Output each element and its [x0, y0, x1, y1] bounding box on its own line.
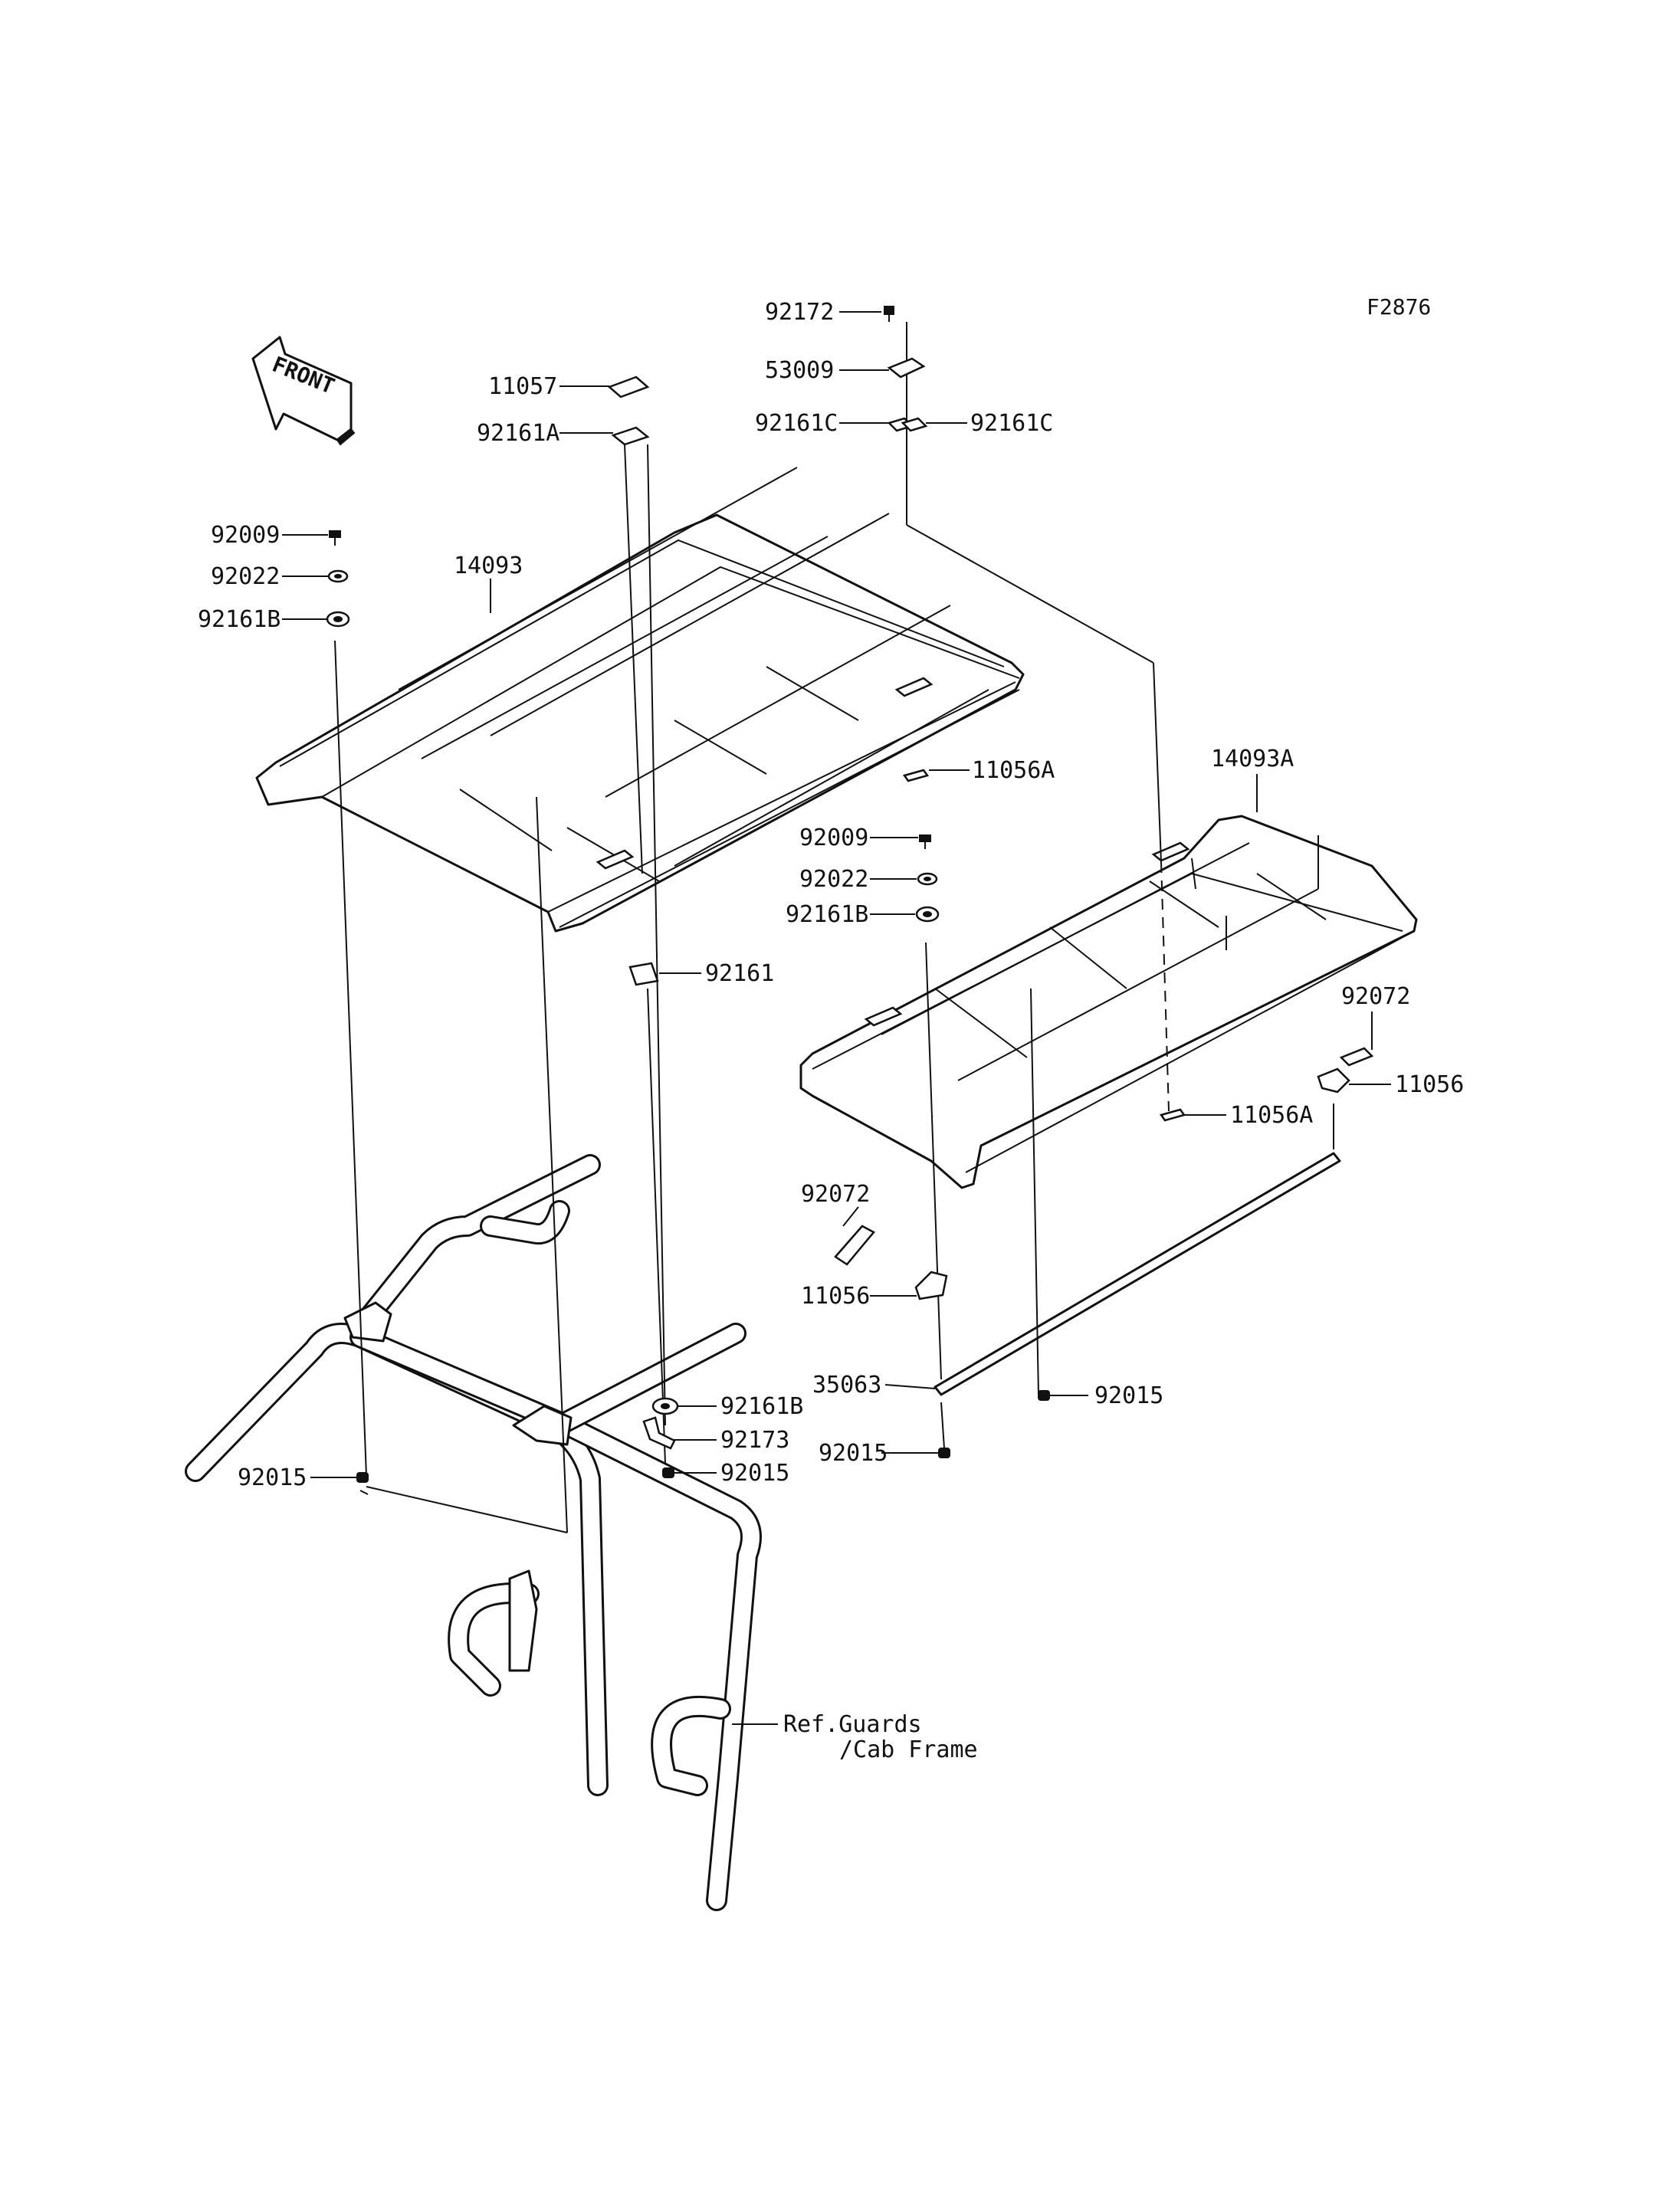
label-92161: 92161 [705, 960, 774, 987]
label-92161C-left: 92161C [755, 410, 838, 437]
label-92173: 92173 [720, 1427, 789, 1454]
nut-icon [1038, 1390, 1050, 1401]
strap-icon [1339, 1047, 1374, 1067]
bracket-icon [642, 1416, 676, 1450]
clip-icon [1159, 1108, 1186, 1122]
figure-code: F2876 [1367, 294, 1431, 320]
cab-frame [185, 1154, 762, 1911]
label-11056A-lower: 11056A [1230, 1102, 1313, 1129]
label-92022-left: 92022 [211, 563, 280, 590]
label-14093A: 14093A [1211, 746, 1294, 772]
label-92015-center: 92015 [720, 1460, 789, 1487]
label-11056A-upper: 11056A [972, 757, 1055, 784]
label-35063: 35063 [812, 1372, 881, 1399]
nut-icon [356, 1472, 369, 1483]
label-ref-guards: Ref.Guards [783, 1711, 922, 1738]
strap-icon [834, 1225, 875, 1266]
leader-lines [282, 311, 1391, 1725]
nut-icon [938, 1448, 950, 1458]
label-92015-mid: 92015 [819, 1440, 888, 1467]
clip-icon [914, 1271, 948, 1300]
label-92072-right: 92072 [1341, 983, 1410, 1010]
part-labels: 92172 53009 92161C 92161C 11057 92161A 9… [198, 299, 1464, 1763]
seal-strip [934, 1152, 1341, 1396]
label-92161A: 92161A [477, 420, 559, 447]
bolt-icon [919, 835, 931, 849]
pad-icon [611, 426, 650, 446]
rear-roof-panel [799, 815, 1418, 1189]
pad-icon [901, 417, 928, 432]
clip-icon [902, 769, 930, 782]
label-92172: 92172 [765, 299, 834, 326]
label-92022-mid: 92022 [799, 866, 868, 893]
label-92009-left: 92009 [211, 522, 280, 549]
pad-icon [628, 962, 659, 986]
label-11056-mid: 11056 [801, 1283, 870, 1310]
bracket-icon [887, 357, 926, 379]
label-cab-frame: /Cab Frame [839, 1736, 978, 1763]
plate-icon [607, 375, 650, 398]
nut-icon [662, 1467, 674, 1478]
label-11057: 11057 [488, 373, 557, 400]
label-92161B-lower: 92161B [720, 1393, 803, 1420]
label-92015-left: 92015 [238, 1464, 307, 1491]
label-92161C-right: 92161C [970, 410, 1053, 437]
label-14093: 14093 [454, 553, 523, 579]
label-92161B-left: 92161B [198, 606, 281, 633]
label-92015-right: 92015 [1094, 1382, 1163, 1409]
bolt-icon [884, 306, 894, 322]
label-92072-mid: 92072 [801, 1181, 870, 1208]
label-11056-right: 11056 [1395, 1071, 1464, 1098]
front-roof-panel [255, 467, 1025, 933]
label-92009-mid: 92009 [799, 825, 868, 851]
label-92161B-mid: 92161B [786, 901, 868, 928]
label-53009: 53009 [765, 357, 834, 384]
clip-icon [1317, 1067, 1350, 1094]
hardware [326, 306, 1374, 1483]
assembly-lines [334, 322, 1334, 1533]
front-direction-arrow-icon: FRONT [251, 336, 356, 446]
bolt-icon [329, 530, 341, 546]
